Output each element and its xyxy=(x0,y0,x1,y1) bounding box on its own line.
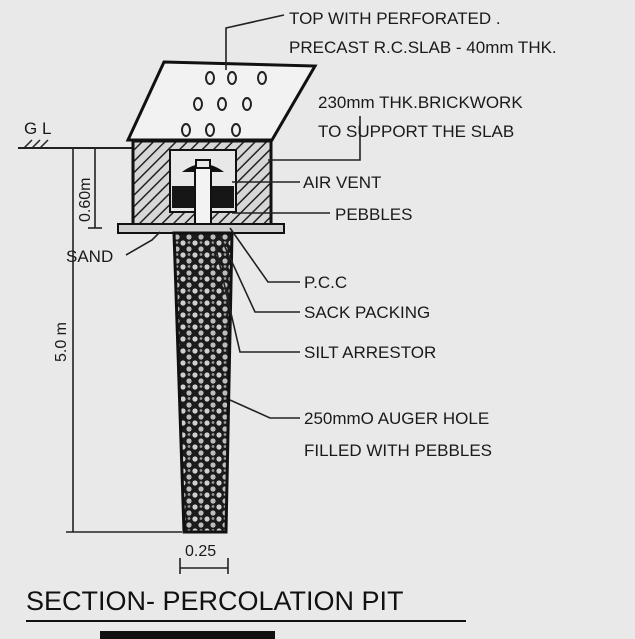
leader-lines xyxy=(125,14,361,419)
label-air-vent: AIR VENT xyxy=(303,173,381,192)
label-sand: SAND xyxy=(66,247,113,266)
label-silt-arrestor: SILT ARRESTOR xyxy=(304,343,436,362)
label-sack-packing: SACK PACKING xyxy=(304,303,430,322)
perforation-holes xyxy=(181,71,267,137)
dim-hole-depth: 5.0 m xyxy=(53,322,70,362)
label-ground-level: G L xyxy=(24,119,51,138)
dimension-lines xyxy=(66,147,229,574)
label-auger-hole-line1: 250mmO AUGER HOLE xyxy=(304,409,489,428)
label-brickwork-line2: TO SUPPORT THE SLAB xyxy=(318,122,514,141)
label-pcc: P.C.C xyxy=(304,273,347,292)
dim-pit-depth: 0.60m xyxy=(77,178,94,222)
auger-hole xyxy=(172,231,234,534)
label-top-slab-line1: TOP WITH PERFORATED . xyxy=(289,9,501,28)
label-top-slab-line2: PRECAST R.C.SLAB - 40mm THK. xyxy=(289,38,557,57)
perforated-slab xyxy=(125,60,318,142)
ground-line xyxy=(18,139,132,149)
label-auger-hole-line2: FILLED WITH PEBBLES xyxy=(304,441,492,460)
next-drawing-fragment xyxy=(100,631,275,639)
brickwork-chamber xyxy=(131,139,273,261)
label-pebbles: PEBBLES xyxy=(335,205,413,224)
label-brickwork-line1: 230mm THK.BRICKWORK xyxy=(318,93,523,112)
drawing-title: SECTION- PERCOLATION PIT xyxy=(26,586,404,616)
dim-hole-width: 0.25 xyxy=(185,543,216,560)
